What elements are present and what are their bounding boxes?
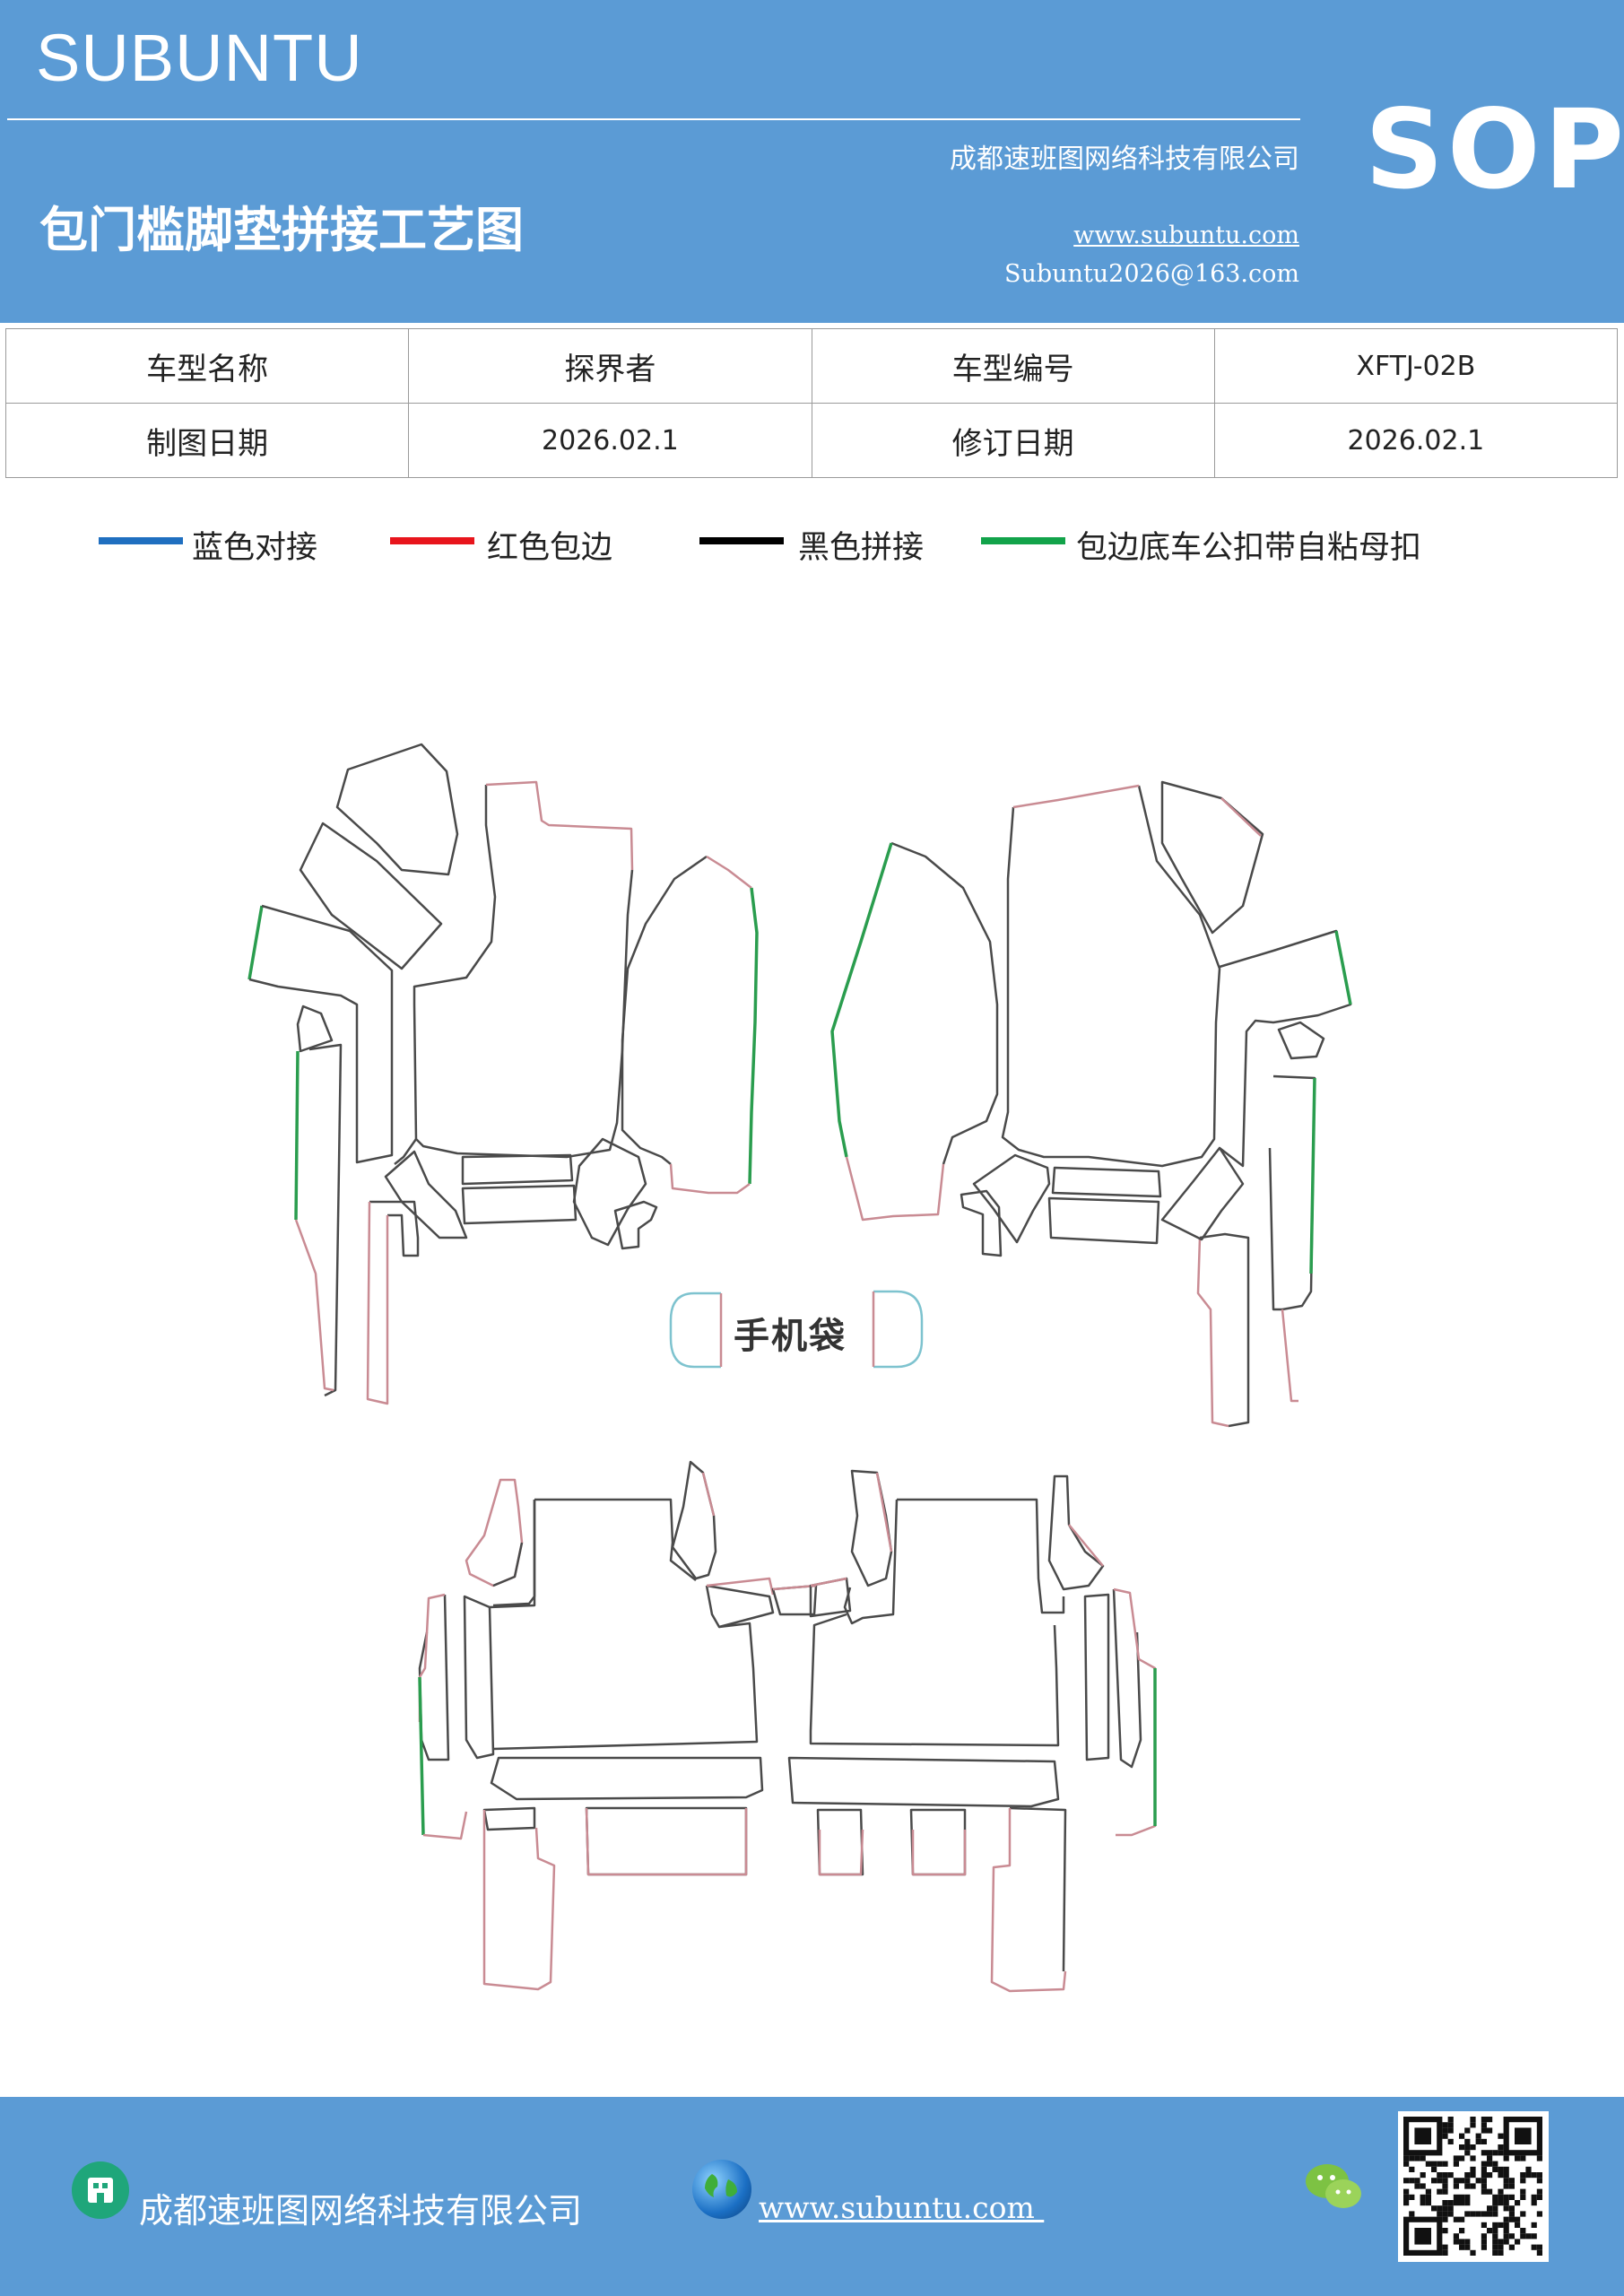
- value-cell-model-name: 探界者: [408, 328, 812, 404]
- footer-banner: 成都速班图网络科技有限公司 www.subuntu.com: [0, 2097, 1624, 2296]
- legend-swatch-green: [981, 537, 1065, 544]
- table-row: 制图日期 2026.02.1 修订日期 2026.02.1: [4, 403, 1619, 478]
- front-left-mat-group: [248, 743, 759, 1405]
- legend-label-blue: 蓝色对接: [192, 530, 318, 566]
- label-cell-revision-date: 修订日期: [811, 403, 1215, 478]
- legend-label-black: 黑色拼接: [798, 530, 925, 566]
- document-title: 包门槛脚垫拼接工艺图: [39, 202, 524, 258]
- phone-pocket-group: [669, 1290, 924, 1369]
- wechat-icon[interactable]: [1304, 2160, 1363, 2213]
- website-link[interactable]: www.subuntu.com: [1073, 222, 1299, 249]
- mat-outline-drawing: [248, 743, 1352, 1993]
- phone-pocket-label: 手机袋: [734, 1316, 847, 1357]
- header-divider: [7, 118, 1300, 120]
- building-icon: [72, 2161, 129, 2219]
- legend-label-red: 红色包边: [487, 530, 613, 566]
- label-cell-model-name: 车型名称: [4, 328, 410, 404]
- color-legend: 蓝色对接 红色包边 黑色拼接 包边底车公扣带自粘母扣: [0, 522, 1624, 576]
- rear-left-mat-group: [418, 1460, 818, 1991]
- value-cell-model-code: XFTJ-02B: [1213, 328, 1619, 404]
- vehicle-info-table: 车型名称 探界者 车型编号 XFTJ-02B 制图日期 2026.02.1 修订…: [4, 328, 1619, 478]
- header-banner: SUBUNTU 成都速班图网络科技有限公司 包门槛脚垫拼接工艺图 www.sub…: [0, 0, 1624, 323]
- table-row: 车型名称 探界者 车型编号 XFTJ-02B: [4, 328, 1619, 404]
- brand-logo-text: SUBUNTU: [36, 21, 363, 95]
- value-cell-revision-date: 2026.02.1: [1213, 403, 1619, 478]
- footer-website-link[interactable]: www.subuntu.com: [759, 2190, 1045, 2225]
- mat-splicing-diagram: 手机袋: [0, 735, 1624, 2018]
- legend-label-green: 包边底车公扣带自粘母扣: [1076, 530, 1422, 566]
- email-address: Subuntu2026@163.com: [1004, 260, 1299, 288]
- value-cell-drawing-date: 2026.02.1: [408, 403, 812, 478]
- label-cell-model-code: 车型编号: [811, 328, 1215, 404]
- rear-right-mat-group: [787, 1469, 1157, 1993]
- front-right-mat-group: [830, 780, 1352, 1428]
- globe-icon: [692, 2160, 751, 2219]
- qr-code-graphic: [1403, 2117, 1542, 2256]
- legend-swatch-red: [390, 537, 474, 544]
- qr-code[interactable]: [1398, 2111, 1549, 2262]
- legend-swatch-blue: [99, 537, 183, 544]
- sop-badge: SOP: [1365, 86, 1624, 213]
- company-name: 成都速班图网络科技有限公司: [950, 144, 1299, 175]
- footer-company-name: 成都速班图网络科技有限公司: [139, 2191, 583, 2231]
- legend-swatch-black: [699, 537, 784, 544]
- label-cell-drawing-date: 制图日期: [4, 403, 410, 478]
